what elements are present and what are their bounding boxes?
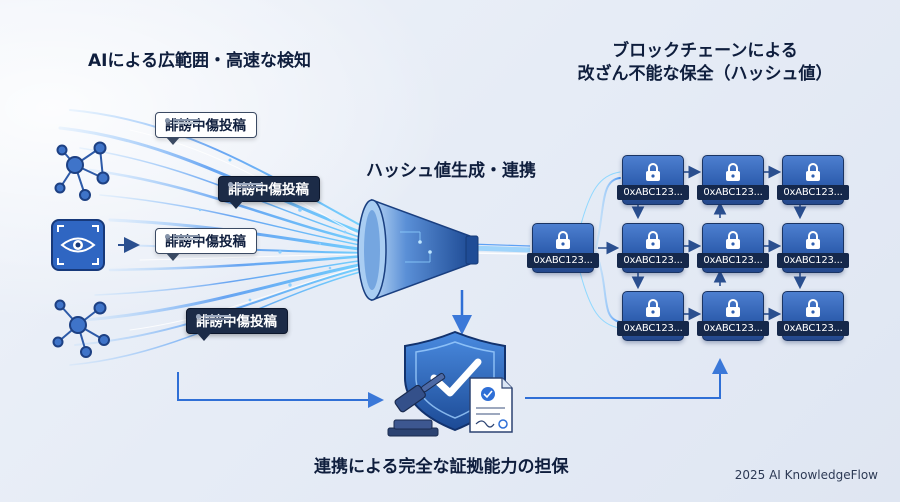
bubble-tail xyxy=(229,201,243,209)
block-hash: 0xABC123... xyxy=(697,185,769,200)
block-hash: 0xABC123... xyxy=(777,185,849,200)
chain-arrows xyxy=(598,165,807,321)
block-hash: 0xABC123... xyxy=(777,253,849,268)
post-bubble-3: 誹謗中傷投稿 xyxy=(155,228,257,254)
heading-evidence-guarantee: 連携による完全な証拠能力の担保 xyxy=(314,457,569,477)
block-hash: 0xABC123... xyxy=(697,321,769,336)
lock-icon xyxy=(806,163,820,181)
heading-hash-generation: ハッシュ値生成・連携 xyxy=(366,161,536,181)
network-icon-bottom xyxy=(52,299,110,358)
chain-flow-lines xyxy=(579,171,621,329)
post-bubble-2: 誹謗中傷投稿 xyxy=(218,176,320,202)
bubble-tail xyxy=(166,137,180,145)
bubble-tail xyxy=(197,333,211,341)
block-r2c2: 0xABC123... xyxy=(697,223,769,273)
lock-icon xyxy=(726,163,740,181)
block-hash: 0xABC123... xyxy=(617,185,689,200)
lock-icon xyxy=(806,231,820,249)
block-r1c1: 0xABC123... xyxy=(617,155,689,205)
arrow-to-shield xyxy=(177,372,384,408)
lock-icon xyxy=(646,163,660,181)
heading-blockchain-line1: ブロックチェーンによる xyxy=(612,41,798,61)
lock-icon xyxy=(556,231,570,249)
post-label: 誹謗中傷投稿 xyxy=(196,314,277,330)
heading-blockchain-line2: 改ざん不能な保全（ハッシュ値） xyxy=(577,64,833,84)
block-r2c1: 0xABC123... xyxy=(617,223,689,273)
lock-icon xyxy=(726,299,740,317)
block-hash: 0xABC123... xyxy=(527,253,599,268)
block-r2c3: 0xABC123... xyxy=(777,223,849,273)
block-hash: 0xABC123... xyxy=(697,253,769,268)
post-label: 誹謗中傷投稿 xyxy=(165,118,246,134)
lock-icon xyxy=(726,231,740,249)
network-icon xyxy=(54,141,110,201)
arrow-to-chain xyxy=(525,358,728,399)
block-hash: 0xABC123... xyxy=(617,253,689,268)
block-r3c3: 0xABC123... xyxy=(777,291,849,341)
gavel-icon xyxy=(387,372,446,437)
footer-credit: 2025 AI KnowledgeFlow xyxy=(734,468,878,482)
eye-scan-icon xyxy=(51,219,105,271)
block-hash: 0xABC123... xyxy=(777,321,849,336)
lock-icon xyxy=(646,299,660,317)
hash-beam xyxy=(469,243,531,255)
block-r1c3: 0xABC123... xyxy=(777,155,849,205)
block-entry: 0xABC123... xyxy=(527,223,599,273)
bubble-tail xyxy=(166,253,180,261)
block-r1c2: 0xABC123... xyxy=(697,155,769,205)
post-bubble-1: 誹謗中傷投稿 xyxy=(155,112,257,138)
post-label: 誹謗中傷投稿 xyxy=(165,234,246,250)
funnel-icon xyxy=(357,198,479,302)
block-hash: 0xABC123... xyxy=(617,321,689,336)
lock-icon xyxy=(806,299,820,317)
certificate-icon xyxy=(469,377,513,433)
block-r3c2: 0xABC123... xyxy=(697,291,769,341)
block-r3c1: 0xABC123... xyxy=(617,291,689,341)
heading-ai-detection: AIによる広範囲・高速な検知 xyxy=(88,51,311,71)
post-bubble-4: 誹謗中傷投稿 xyxy=(186,308,288,334)
lock-icon xyxy=(646,231,660,249)
post-label: 誹謗中傷投稿 xyxy=(228,182,309,198)
